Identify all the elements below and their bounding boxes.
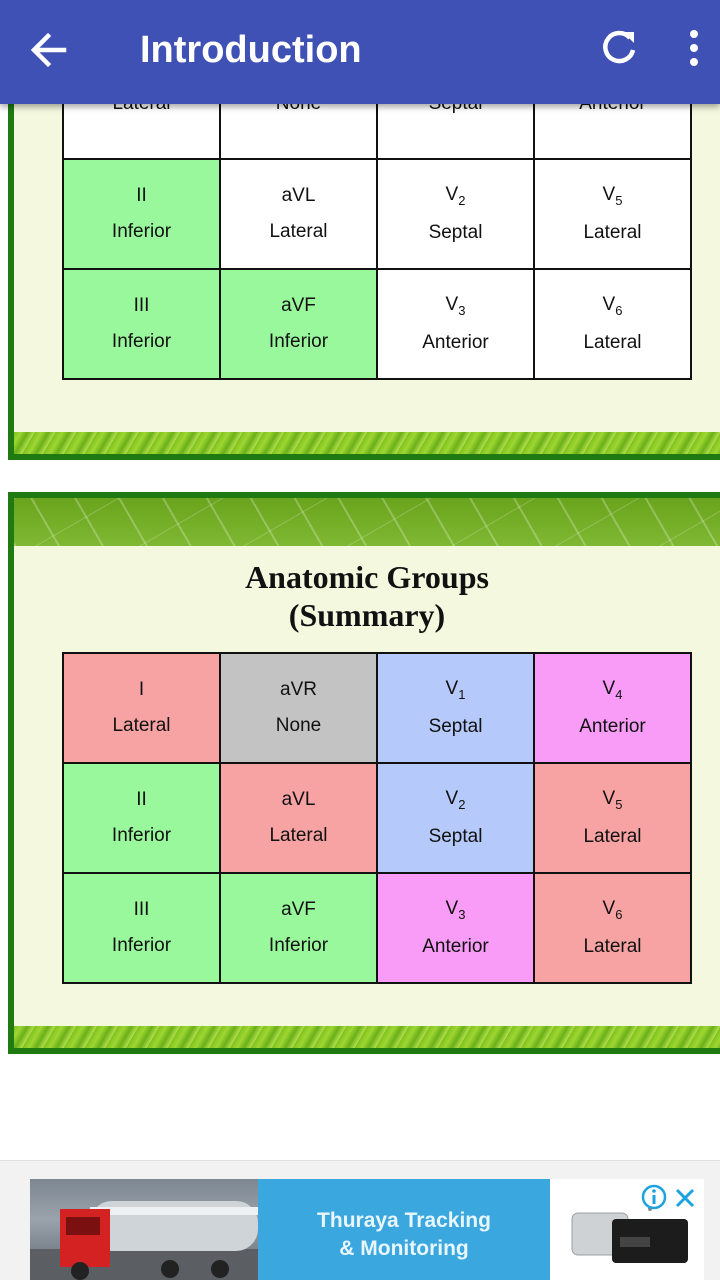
- lead-group: Lateral: [269, 221, 328, 242]
- lead-subscript: 5: [615, 192, 623, 208]
- lead-name: V6: [602, 294, 623, 318]
- ad-text-line2: & Monitoring: [339, 1237, 469, 1260]
- slide-title-line1: Anatomic Groups: [245, 559, 489, 595]
- lead-cell: aVF Inferior: [219, 872, 378, 984]
- info-icon[interactable]: [640, 1183, 668, 1211]
- lead-group: Lateral: [583, 825, 642, 847]
- lead-name: V6: [602, 898, 623, 922]
- lead-cell: aVL Lateral: [219, 158, 378, 270]
- refresh-icon[interactable]: [594, 22, 644, 72]
- lead-group: Septal: [428, 715, 483, 737]
- lead-name: V1: [445, 678, 466, 702]
- lead-group: Septal: [428, 825, 483, 847]
- lead-name: aVL: [281, 789, 316, 810]
- lead-name: V5: [602, 788, 623, 812]
- lead-name: V2: [445, 788, 466, 812]
- lead-cell: II Inferior: [62, 762, 221, 874]
- ad-text-line1: Thuraya Tracking: [317, 1209, 491, 1232]
- lead-group: Inferior: [111, 331, 172, 352]
- close-icon[interactable]: [672, 1185, 698, 1211]
- slide-footer-band: [14, 432, 720, 454]
- lead-subscript: 3: [458, 302, 466, 318]
- more-options-icon[interactable]: [676, 24, 712, 74]
- lead-subscript: 4: [615, 686, 623, 702]
- lead-group: Lateral: [583, 221, 642, 243]
- lead-name: II: [136, 185, 147, 206]
- lead-subscript: 1: [458, 686, 466, 702]
- lead-group: Lateral: [583, 331, 642, 353]
- lead-name: aVR: [280, 679, 317, 700]
- lead-subscript: 6: [615, 906, 623, 922]
- lead-name: III: [133, 899, 150, 920]
- page-title: Introduction: [140, 29, 362, 71]
- lead-name: III: [133, 295, 150, 316]
- lead-name: aVF: [281, 899, 316, 920]
- lead-group: Lateral: [112, 715, 171, 736]
- lead-subscript: 2: [458, 192, 466, 208]
- lead-name: aVL: [281, 185, 316, 206]
- lead-name: aVF: [281, 295, 316, 316]
- lead-name: V3: [445, 898, 466, 922]
- back-arrow-icon[interactable]: [22, 24, 74, 76]
- lead-name: V3: [445, 294, 466, 318]
- lead-group: Inferior: [268, 331, 329, 352]
- lead-group: Inferior: [111, 221, 172, 242]
- lead-cell: aVF Inferior: [219, 268, 378, 380]
- lead-subscript: 2: [458, 796, 466, 812]
- lead-table-plain: LateralNoneSeptalAnteriorIIInferioraVLLa…: [62, 66, 692, 380]
- lead-name: I: [138, 679, 145, 700]
- lead-group: Lateral: [583, 935, 642, 957]
- lead-group: Lateral: [269, 825, 328, 846]
- lead-group: Inferior: [268, 935, 329, 956]
- ad-banner[interactable]: Thuraya Tracking & Monitoring: [0, 1160, 720, 1280]
- lead-group: Inferior: [111, 825, 172, 846]
- app-bar: Introduction: [0, 0, 720, 104]
- lead-group: Anterior: [422, 331, 489, 353]
- lead-name: II: [136, 789, 147, 810]
- lead-cell: III Inferior: [62, 268, 221, 380]
- lead-cell: aVL Lateral: [219, 762, 378, 874]
- lead-group: Anterior: [422, 935, 489, 957]
- lead-name: V5: [602, 184, 623, 208]
- slide-title-line2: (Summary): [288, 597, 446, 633]
- lead-group: Septal: [428, 221, 483, 243]
- ad-device-image[interactable]: [550, 1179, 704, 1280]
- ad-truck-image[interactable]: [30, 1179, 258, 1280]
- lead-subscript: 5: [615, 796, 623, 812]
- lead-cell: III Inferior: [62, 872, 221, 984]
- lead-cell: II Inferior: [62, 158, 221, 270]
- slide-lead-groups-partial: LateralNoneSeptalAnteriorIIInferioraVLLa…: [8, 60, 720, 460]
- lead-group: None: [275, 715, 322, 736]
- slide-header-band: [14, 498, 720, 546]
- lead-subscript: 6: [615, 302, 623, 318]
- lead-cell: aVR None: [219, 652, 378, 764]
- lead-group: Anterior: [579, 715, 646, 737]
- ad-text-panel[interactable]: Thuraya Tracking & Monitoring: [258, 1179, 550, 1280]
- lead-group: Inferior: [111, 935, 172, 956]
- lead-name: V4: [602, 678, 623, 702]
- slide-footer-band: [14, 1026, 720, 1048]
- lead-cell: I Lateral: [62, 652, 221, 764]
- lead-name: V2: [445, 184, 466, 208]
- slide-anatomic-groups-summary: Anatomic Groups (Summary) I Lateral aVR Non…: [8, 492, 720, 1054]
- lead-subscript: 3: [458, 906, 466, 922]
